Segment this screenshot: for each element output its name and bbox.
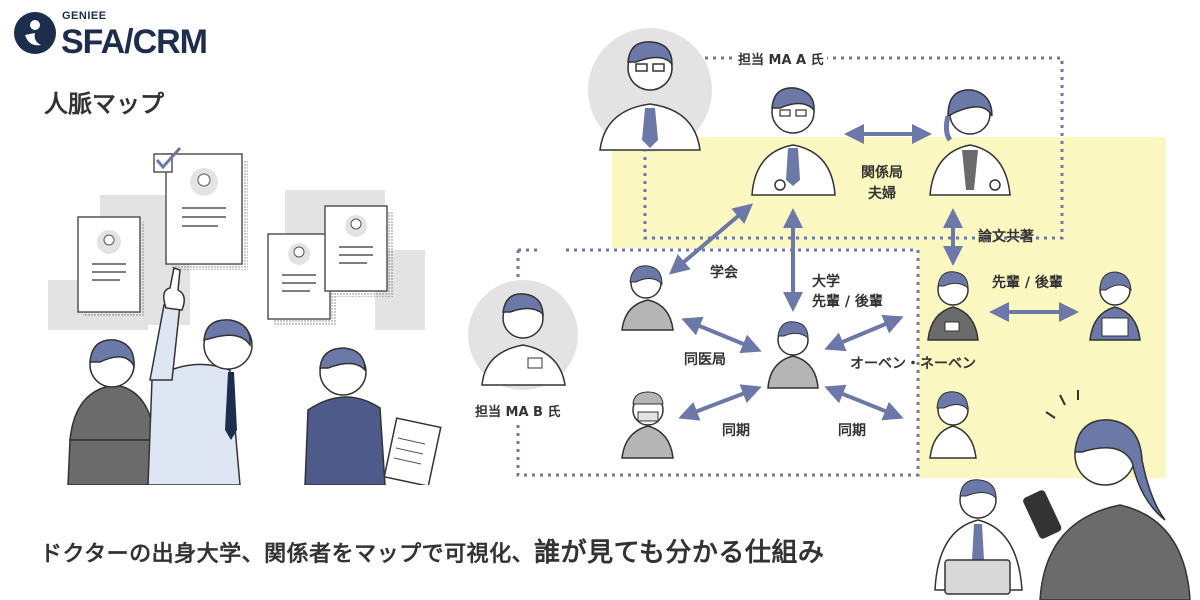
geniee-logo-icon	[14, 12, 56, 54]
logo-main-text: SFA/CRM	[61, 23, 208, 61]
staff-far-right	[1089, 271, 1141, 341]
label-university-line1: 大学	[812, 274, 840, 290]
label-senior-junior: 先輩 / 後輩	[992, 275, 1063, 291]
doctor-center	[767, 321, 819, 389]
arrow-open-network	[824, 314, 904, 352]
logo-sub-text: GENIEE	[62, 10, 107, 22]
profile-card-2	[153, 146, 248, 270]
arrow-same-year-left	[678, 384, 762, 421]
label-couple-line2: 夫婦	[868, 186, 896, 202]
page-title: 人脈マップ	[44, 90, 164, 118]
nurse-female-left	[621, 265, 674, 331]
man-pointing-figure	[147, 267, 253, 485]
doctor-male-top	[751, 87, 836, 196]
label-open-network: オーベン・ネーベン	[850, 356, 976, 372]
doctor-female-top	[929, 89, 1011, 196]
pharmacist-right	[927, 271, 979, 341]
man-thinking-figure	[304, 347, 442, 485]
ma-a-group-outline	[643, 56, 1064, 240]
arrow-same-year-right	[824, 384, 904, 421]
label-same-office: 同医局	[684, 352, 726, 368]
label-same-year-right: 同期	[838, 423, 866, 439]
label-university-line2: 先輩 / 後輩	[812, 294, 883, 310]
profile-card-1	[77, 216, 145, 317]
surgeon-left	[621, 391, 674, 459]
user-with-laptop	[934, 479, 1023, 595]
profile-card-4	[324, 205, 393, 297]
ma-b-avatar	[468, 280, 578, 390]
woman-with-phone	[1023, 390, 1191, 600]
doctor-profiles-illustration	[48, 146, 442, 485]
tagline-part2: 誰が見ても分かる仕組み	[534, 538, 825, 568]
label-same-year-left: 同期	[722, 423, 750, 439]
nurse-right	[929, 391, 977, 459]
tagline-part1: ドクターの出身大学、関係者をマップで可視化、	[40, 542, 535, 567]
label-paper: 論文共著	[978, 229, 1034, 245]
tagline: ドクターの出身大学、関係者をマップで可視化、誰が見ても分かる仕組み	[40, 532, 824, 569]
woman-figure	[67, 339, 159, 485]
arrow-society	[668, 203, 754, 275]
ma-b-label: 担当 MA B 氏	[475, 405, 561, 420]
label-couple-line1: 関係局	[861, 165, 903, 181]
arrow-same-office	[681, 316, 762, 354]
label-society: 学会	[710, 265, 738, 281]
ma-a-avatar	[588, 28, 712, 152]
ma-a-label: 担当 MA A 氏	[735, 49, 827, 68]
